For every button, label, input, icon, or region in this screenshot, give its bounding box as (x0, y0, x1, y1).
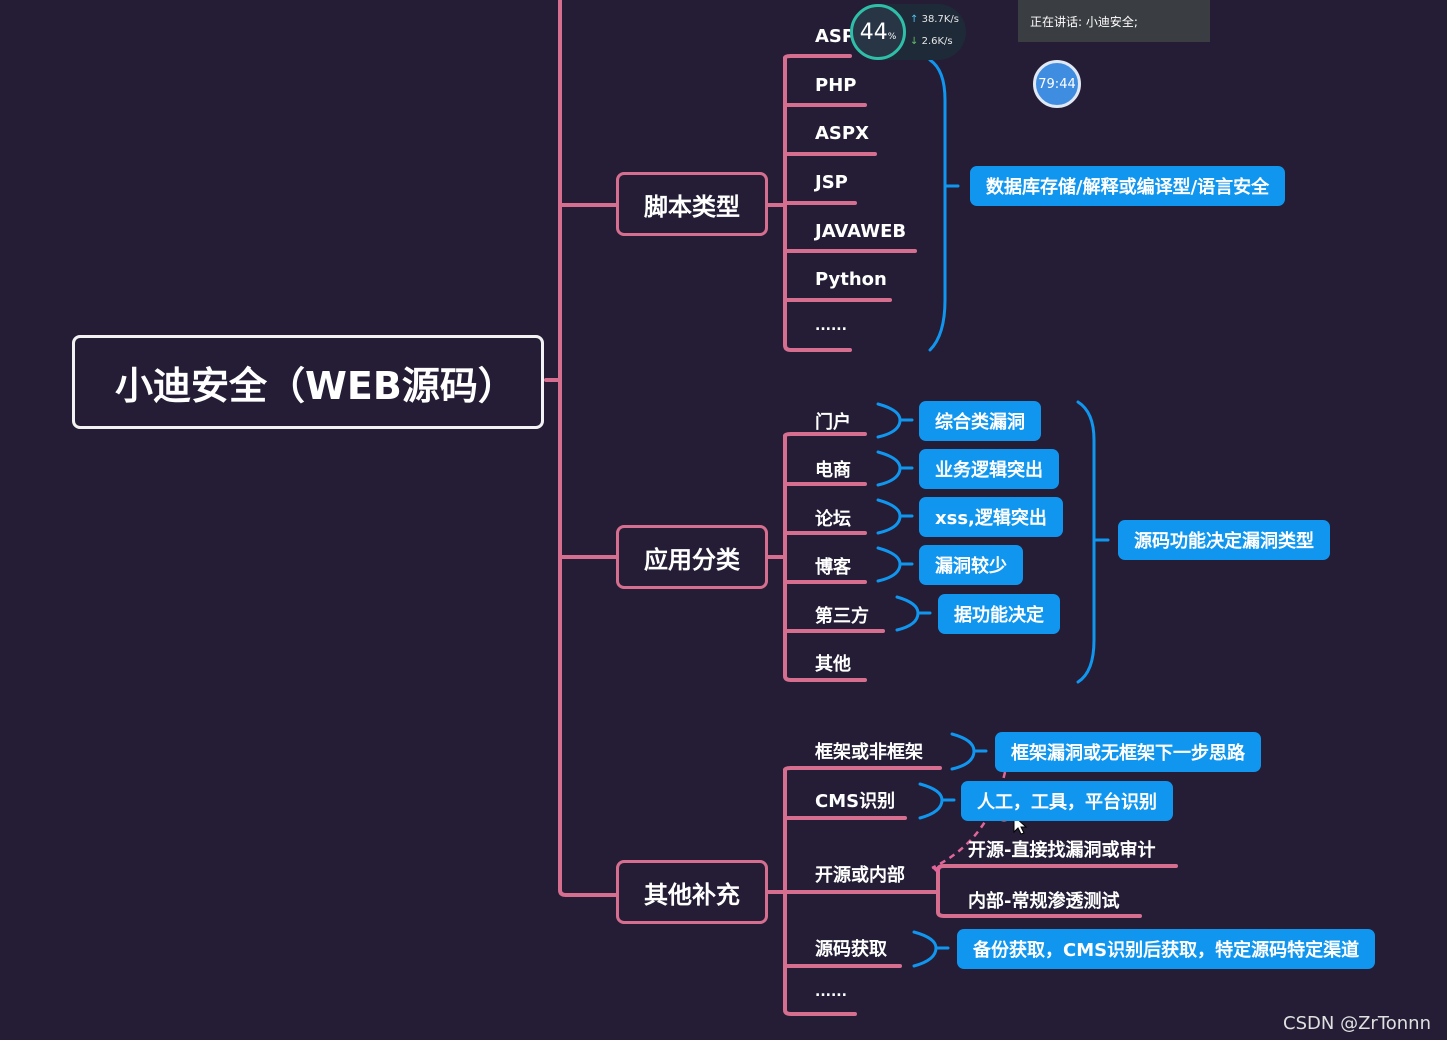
frame-note-tag: 框架漏洞或无框架下一步思路 (995, 732, 1261, 772)
timer-badge[interactable]: 79:44 (1033, 60, 1081, 108)
leaf-app-3: 博客 (815, 557, 851, 578)
leaf-other-2: 开源或内部 (815, 865, 905, 886)
leaf-other-1: CMS识别 (815, 791, 896, 812)
leaf-other-0: 框架或非框架 (815, 742, 923, 763)
cpu-gauge: 44% (850, 4, 906, 60)
arrow-up-icon: ↑ (910, 14, 919, 25)
app-summary-tag: 源码功能决定漏洞类型 (1118, 520, 1330, 560)
leaf-script-0: ASP (815, 26, 856, 47)
category-app-type: 应用分类 (616, 525, 768, 589)
leaf-script-1: PHP (815, 75, 857, 96)
script-summary-tag: 数据库存储/解释或编译型/语言安全 (970, 166, 1286, 206)
watermark: CSDN @ZrTonnn (1283, 1013, 1431, 1034)
leaf-other-4: ...... (815, 984, 847, 1000)
app-note-1: 业务逻辑突出 (919, 449, 1059, 489)
app-note-2: xss,逻辑突出 (919, 497, 1063, 537)
leaf-app-1: 电商 (815, 460, 851, 481)
category-script-type: 脚本类型 (616, 172, 768, 236)
leaf-app-0: 门户 (815, 412, 851, 433)
app-note-4: 据功能决定 (938, 594, 1060, 634)
open-source-item: 开源-直接找漏洞或审计 (968, 840, 1156, 861)
internal-item: 内部-常规渗透测试 (968, 891, 1120, 912)
speaking-indicator: 正在讲话: 小迪安全; (1018, 0, 1210, 42)
app-note-3: 漏洞较少 (919, 545, 1023, 585)
category-other: 其他补充 (616, 860, 768, 924)
leaf-script-6: ...... (815, 318, 847, 334)
leaf-app-2: 论坛 (815, 509, 851, 530)
app-note-0: 综合类漏洞 (919, 401, 1041, 441)
leaf-other-3: 源码获取 (815, 939, 887, 960)
leaf-script-2: ASPX (815, 123, 869, 144)
leaf-script-5: Python (815, 269, 887, 290)
upload-speed: ↑ 38.7K/s (910, 14, 959, 25)
leaf-script-4: JAVAWEB (815, 221, 907, 242)
root-node: 小迪安全（WEB源码） (72, 335, 544, 429)
leaf-script-3: JSP (815, 172, 848, 193)
leaf-app-5: 其他 (815, 654, 851, 675)
arrow-down-icon: ↓ (910, 36, 919, 47)
cms-note-tag: 人工，工具，平台识别 (961, 781, 1173, 821)
network-monitor[interactable]: 44% ↑ 38.7K/s ↓ 2.6K/s (850, 4, 966, 60)
source-note-tag: 备份获取，CMS识别后获取，特定源码特定渠道 (957, 929, 1376, 969)
leaf-app-4: 第三方 (815, 606, 869, 627)
download-speed: ↓ 2.6K/s (910, 36, 953, 47)
